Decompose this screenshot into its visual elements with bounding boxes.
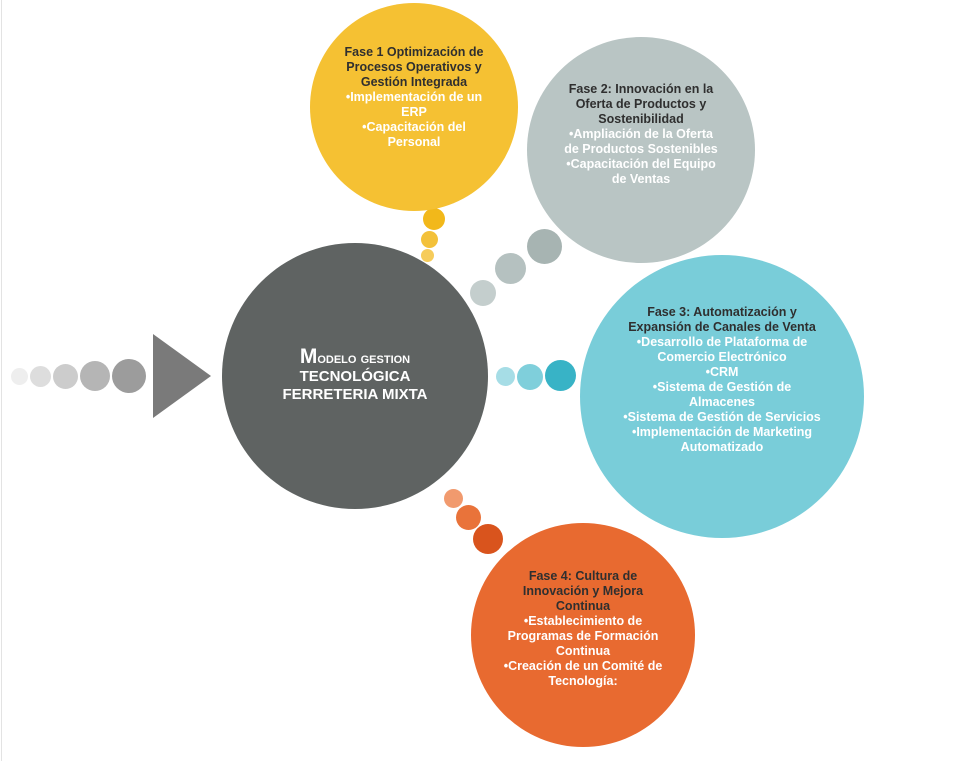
phase2-circle: Fase 2: Innovación en la Oferta de Produ… <box>527 37 755 263</box>
phase2-connector-dot <box>495 253 526 284</box>
lead-dot-2 <box>30 366 51 387</box>
lead-dot-5 <box>112 359 146 393</box>
phase4-circle: Fase 4: Cultura de Innovación y Mejora C… <box>471 523 695 747</box>
lead-dot-4 <box>80 361 110 391</box>
phase3-connector-dot <box>545 360 576 391</box>
phase1-connector-dot <box>421 249 434 262</box>
center-title-line2: TECNOLÓGICA <box>299 368 411 385</box>
phase2-item: Capacitación del Equipo de Ventas <box>561 157 721 187</box>
phase3-item: Implementación de Marketing Automatizado <box>622 425 822 455</box>
center-model-circle: Modelo gestion TECNOLÓGICA FERRETERIA MI… <box>222 243 488 509</box>
phase4-connector-dot <box>444 489 463 508</box>
phase1-connector-dot <box>423 208 445 230</box>
phase1-connector-dot <box>421 231 438 248</box>
phase2-item-list: Ampliación de la Oferta de Productos Sos… <box>561 127 721 187</box>
lead-dot-1 <box>11 368 28 385</box>
phase4-item: Establecimiento de Programas de Formació… <box>499 614 667 659</box>
phase3-connector-dot <box>496 367 515 386</box>
phase2-connector-dot <box>470 280 496 306</box>
phase3-item: Desarrollo de Plataforma de Comercio Ele… <box>622 335 822 365</box>
phase3-item: Sistema de Gestión de Servicios <box>622 410 822 425</box>
phase3-title: Fase 3: Automatización y Expansión de Ca… <box>628 305 816 334</box>
phase4-item: Creación de un Comité de Tecnología: <box>499 659 667 689</box>
phase1-item-list: Implementación de un ERP Capacitación de… <box>336 90 492 150</box>
center-title-line3: FERRETERIA MIXTA <box>282 386 428 403</box>
phase2-connector-dot <box>527 229 562 264</box>
phase1-circle: Fase 1 Optimización de Procesos Operativ… <box>310 3 518 211</box>
phase3-connector-dot <box>517 364 543 390</box>
phase1-item: Capacitación del Personal <box>336 120 492 150</box>
phase3-item: CRM <box>622 365 822 380</box>
phase3-item-list: Desarrollo de Plataforma de Comercio Ele… <box>622 335 822 455</box>
phase3-item: Sistema de Gestión de Almacenes <box>622 380 822 410</box>
phase2-item: Ampliación de la Oferta de Productos Sos… <box>561 127 721 157</box>
phase4-connector-dot <box>473 524 503 554</box>
left-border-line <box>1 0 2 761</box>
phase1-title: Fase 1 Optimización de Procesos Operativ… <box>344 45 484 89</box>
center-title-line1: Modelo gestion <box>299 345 411 368</box>
lead-dot-3 <box>53 364 78 389</box>
phase2-title: Fase 2: Innovación en la Oferta de Produ… <box>568 82 714 126</box>
phase4-title: Fase 4: Cultura de Innovación y Mejora C… <box>522 569 644 613</box>
arrow-right-icon <box>153 334 211 418</box>
phase4-connector-dot <box>456 505 481 530</box>
phase4-item-list: Establecimiento de Programas de Formació… <box>499 614 667 689</box>
phase1-item: Implementación de un ERP <box>336 90 492 120</box>
phase3-circle: Fase 3: Automatización y Expansión de Ca… <box>580 255 864 538</box>
